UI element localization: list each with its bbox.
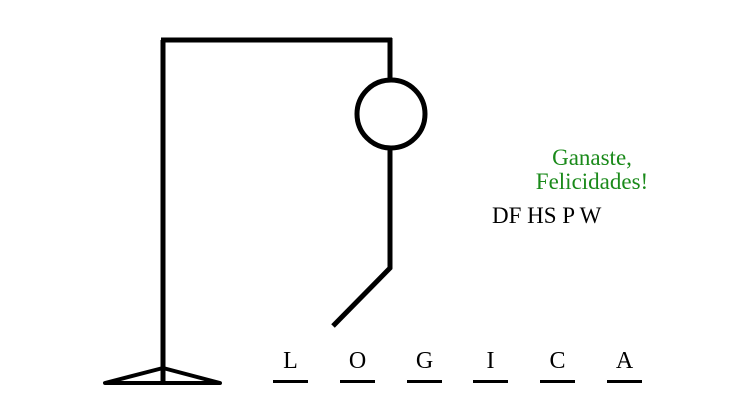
letter: G (415, 348, 434, 374)
letter-slot-3: G (407, 346, 442, 386)
wrong-letters: DF HS P W (492, 203, 602, 228)
letter: O (348, 348, 367, 374)
letter-slot-5: C (540, 346, 575, 386)
win-message-line1: Ganaste, (552, 145, 632, 170)
letter-underline (340, 380, 375, 383)
letter-slot-1: L (273, 346, 308, 386)
letter-underline (540, 380, 575, 383)
letter-underline (273, 380, 308, 383)
letter: L (283, 348, 298, 374)
letter-slot-2: O (340, 346, 375, 386)
letter-underline (473, 380, 508, 383)
letter-slot-4: I (473, 346, 508, 386)
letter-underline (607, 380, 642, 383)
letter: C (549, 348, 566, 374)
win-message: Ganaste, Felicidades! (512, 146, 672, 194)
win-message-line2: Felicidades! (535, 169, 649, 194)
letter-slot-6: A (607, 346, 642, 386)
letter: I (486, 348, 495, 374)
letter-underline (407, 380, 442, 383)
letter: A (615, 348, 634, 374)
hangman-head (354, 77, 428, 151)
hangman-left-leg (331, 265, 393, 328)
